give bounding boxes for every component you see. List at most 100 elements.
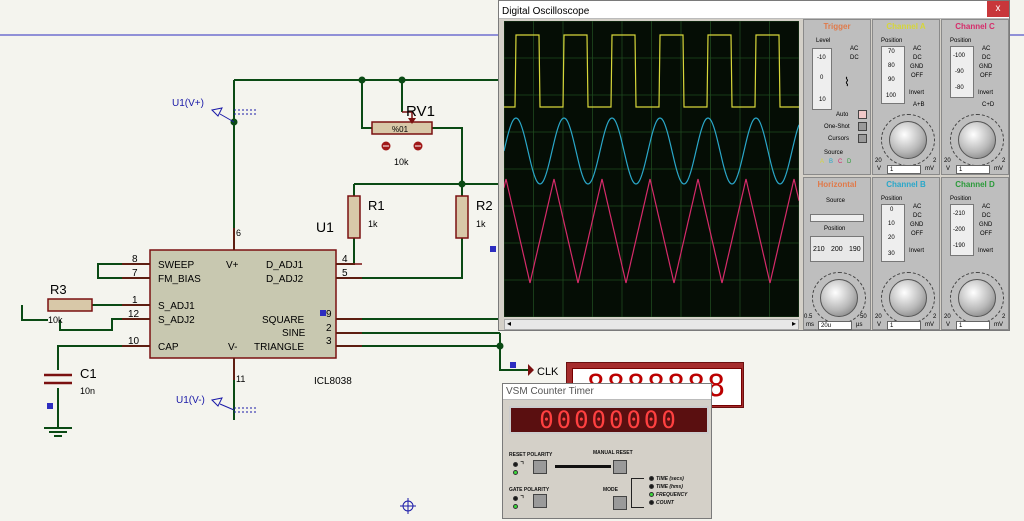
scroll-right-icon[interactable]: ▸	[791, 319, 796, 328]
combine-label[interactable]: C+D	[982, 102, 995, 108]
source-d[interactable]: D	[847, 159, 852, 165]
unit-right: µs	[856, 322, 863, 328]
combine-label[interactable]: A+B	[913, 102, 925, 108]
capacitor-c1[interactable]: C1 10n	[44, 366, 97, 409]
mode-dc[interactable]: DC	[982, 55, 991, 61]
mode-dc[interactable]: DC	[982, 213, 991, 219]
channel-c-scale-knob[interactable]	[958, 121, 996, 159]
channel-c-position-slider[interactable]: -100 -90 -80	[950, 46, 974, 98]
pin-num: 5	[342, 268, 348, 279]
trigger-one-shot[interactable]: One-Shot	[824, 124, 850, 130]
invert-label[interactable]: Invert	[978, 90, 994, 96]
pin-name: S_ADJ1	[158, 301, 195, 312]
counter-timer-title[interactable]: VSM Counter Timer	[503, 384, 711, 400]
mode-dc[interactable]: DC	[913, 213, 922, 219]
mode-gnd[interactable]: GND	[910, 64, 924, 70]
mode-ac[interactable]: AC	[913, 46, 922, 52]
mode-gnd[interactable]: GND	[979, 64, 993, 70]
invert-label[interactable]: Invert	[909, 90, 925, 96]
resistor-r1[interactable]: R1 1k	[347, 195, 385, 239]
clk-pin[interactable]: CLK	[528, 364, 559, 378]
scroll-left-icon[interactable]: ◂	[507, 319, 512, 328]
mode-off[interactable]: OFF	[980, 73, 992, 79]
source-c[interactable]: C	[838, 159, 843, 165]
oscilloscope-titlebar[interactable]: Digital Oscilloscope x	[499, 1, 1009, 19]
channel-d-value[interactable]: 1	[956, 321, 990, 330]
pin-num: 12	[128, 309, 140, 320]
reset-polarity-button[interactable]	[533, 460, 547, 474]
channel-c-value[interactable]: 1	[956, 165, 990, 174]
channel-a-position-slider[interactable]: 70 80 90 100	[881, 46, 905, 104]
source-a[interactable]: A	[820, 159, 825, 165]
cursors-toggle[interactable]	[858, 134, 867, 143]
horizontal-position-slider[interactable]: 210 200 190	[810, 236, 864, 262]
channel-b-scale-knob[interactable]	[889, 279, 927, 317]
scope-screen[interactable]	[504, 21, 799, 317]
pin-num: 8	[132, 254, 138, 265]
mode-off[interactable]: OFF	[911, 73, 923, 79]
tick: 10	[888, 221, 895, 227]
position-label: Position	[824, 226, 846, 232]
resistor-r3[interactable]: R3 10k	[47, 282, 93, 325]
tick: -210	[953, 211, 966, 217]
trigger-auto[interactable]: Auto	[836, 112, 849, 118]
trigger-dc[interactable]: DC	[850, 55, 859, 61]
increment-icon[interactable]	[413, 141, 423, 151]
horizontal-value[interactable]: 20u	[818, 321, 852, 330]
scope-traces	[504, 34, 799, 284]
mode-ac[interactable]: AC	[982, 204, 991, 210]
channel-d-position-slider[interactable]: -210 -200 -190	[950, 204, 974, 256]
auto-toggle[interactable]	[858, 110, 867, 119]
channel-b-panel: Channel B Position 0 10 20 30 AC DC GND …	[872, 177, 940, 330]
decrement-icon[interactable]	[381, 141, 391, 151]
trigger-ac[interactable]: AC	[850, 46, 859, 52]
horizontal-scale-knob[interactable]	[820, 279, 858, 317]
edge-icon[interactable]: ⌇	[844, 75, 850, 89]
trigger-cursors[interactable]: Cursors	[828, 136, 850, 142]
horizontal-source-slider[interactable]	[810, 214, 864, 222]
edge-icon: ⌝	[520, 460, 525, 470]
mode-off[interactable]: OFF	[980, 231, 992, 237]
led-indicator	[649, 500, 654, 505]
scope-scrollbar[interactable]: ◂ ▸	[504, 319, 799, 330]
gate-polarity-button[interactable]	[533, 494, 547, 508]
tick: 200	[831, 246, 843, 253]
mode-option[interactable]: TIME (secs)	[656, 476, 684, 482]
close-button[interactable]: x	[987, 1, 1009, 17]
channel-d-scale-knob[interactable]	[958, 279, 996, 317]
potentiometer-rv1[interactable]: %01 RV1 10k	[371, 103, 435, 167]
mode-option[interactable]: TIME (hms)	[656, 484, 683, 490]
mode-gnd[interactable]: GND	[910, 222, 924, 228]
manual-reset-button[interactable]	[613, 460, 627, 474]
pin-vplus-num: 6	[236, 228, 241, 238]
trigger-level-slider[interactable]: -10 0 10	[812, 48, 832, 110]
mode-option[interactable]: COUNT	[656, 500, 674, 506]
one-shot-toggle[interactable]	[858, 122, 867, 131]
mode-dc[interactable]: DC	[913, 55, 922, 61]
channel-a-value[interactable]: 1	[887, 165, 921, 174]
channel-b-title: Channel B	[886, 180, 926, 189]
channel-b-value[interactable]: 1	[887, 321, 921, 330]
ic-body[interactable]	[149, 249, 337, 359]
scale-right: 50	[860, 314, 867, 320]
vplus-terminal[interactable]: U1(V+)	[172, 98, 258, 123]
tick: -100	[953, 53, 966, 59]
resistor-r2[interactable]: R2 1k	[455, 195, 493, 239]
oscilloscope-window[interactable]: Digital Oscilloscope x ◂ ▸ Trigger Level…	[498, 0, 1010, 331]
mode-ac[interactable]: AC	[982, 46, 991, 52]
invert-label[interactable]: Invert	[909, 248, 925, 254]
channel-a-scale-knob[interactable]	[889, 121, 927, 159]
channel-b-position-slider[interactable]: 0 10 20 30	[881, 204, 905, 262]
mode-off[interactable]: OFF	[911, 231, 923, 237]
counter-timer-window[interactable]: VSM Counter Timer 00000000 RESET POLARIT…	[502, 383, 712, 519]
junction-dots	[230, 76, 504, 350]
vminus-terminal[interactable]: U1(V-)	[176, 395, 258, 413]
source-b[interactable]: B	[829, 159, 834, 165]
mode-button[interactable]	[613, 496, 627, 510]
mode-option[interactable]: FREQUENCY	[656, 492, 688, 498]
mode-gnd[interactable]: GND	[979, 222, 993, 228]
mode-ac[interactable]: AC	[913, 204, 922, 210]
invert-label[interactable]: Invert	[978, 248, 994, 254]
tick: 100	[886, 93, 897, 99]
